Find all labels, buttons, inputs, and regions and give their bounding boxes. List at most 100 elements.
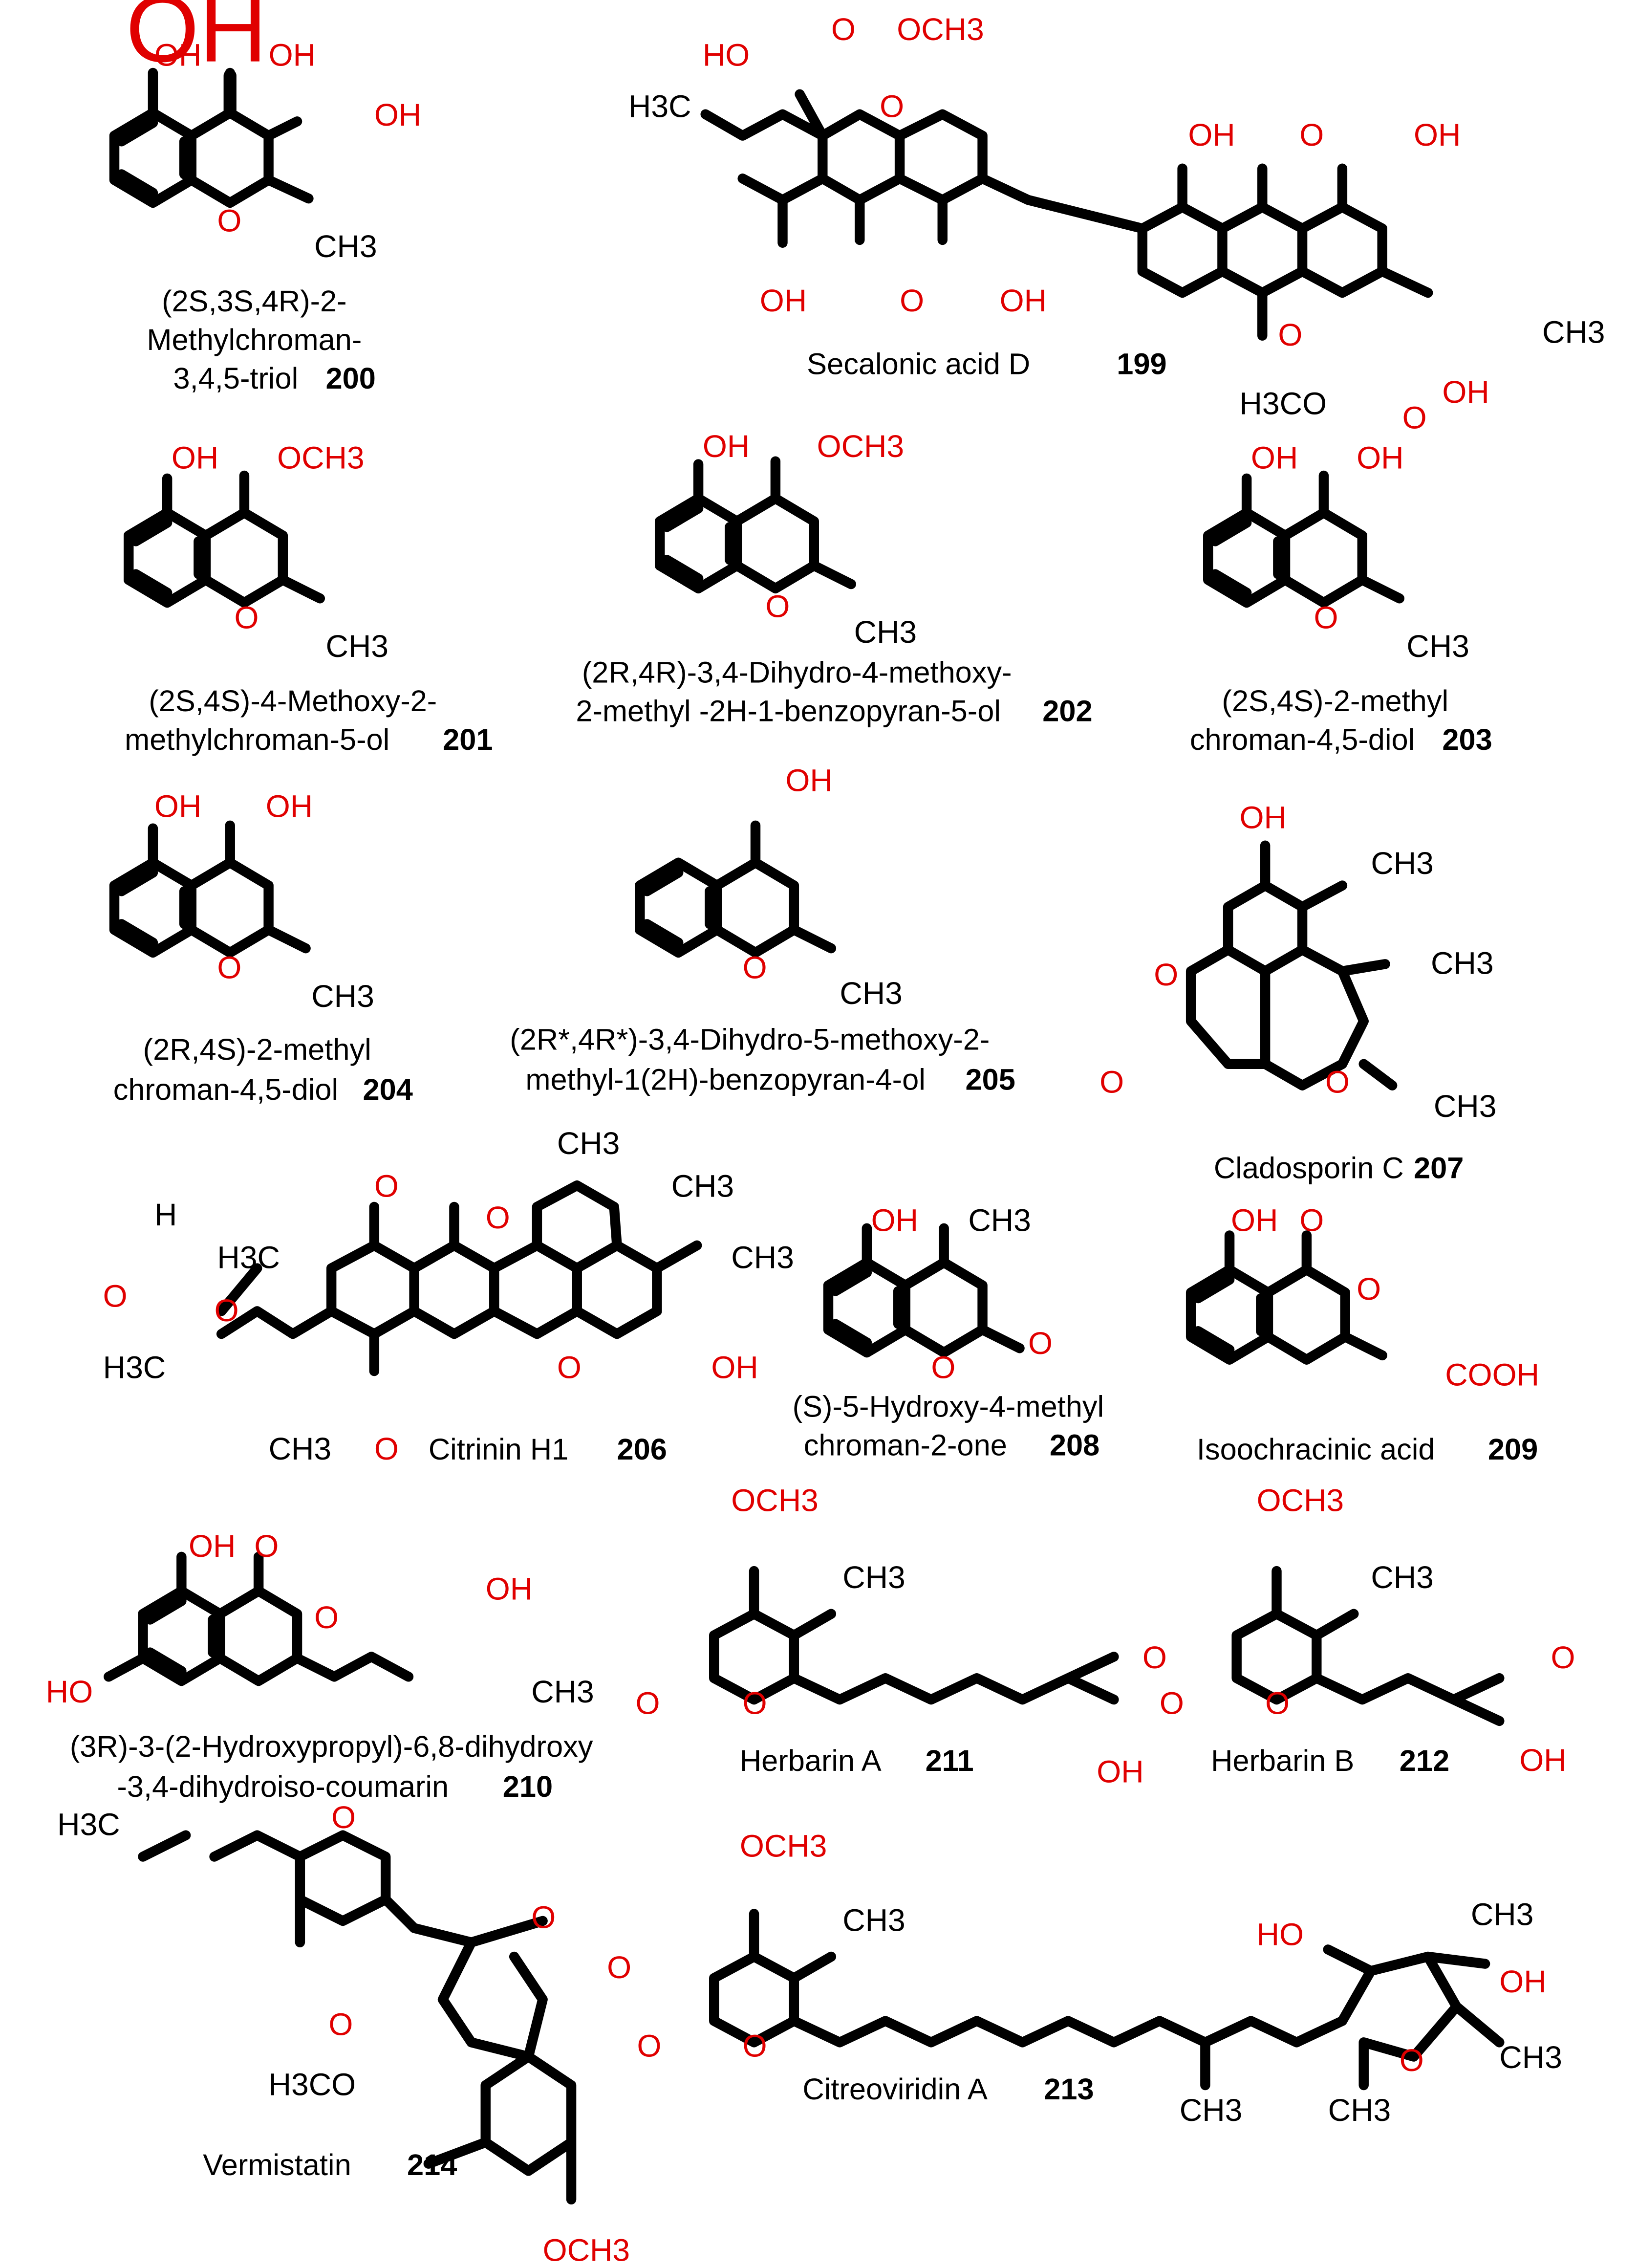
atom-o-214a: O [331, 1800, 356, 1835]
atom-ch3-204: CH3 [311, 979, 374, 1014]
structure-203 [1208, 470, 1404, 603]
atom-o-208b: O [1028, 1326, 1053, 1361]
atom-ho-213: HO [1257, 1917, 1304, 1952]
structure-207 [1185, 840, 1398, 1090]
atom-h-206: H [154, 1197, 177, 1232]
atom-ch3-211: CH3 [842, 1560, 905, 1595]
caption-213: Citreoviridin A [802, 2072, 988, 2106]
atom-ch3-213e: CH3 [1328, 2093, 1391, 2128]
atom-ch3-206d: CH3 [269, 1431, 332, 1466]
caption-200-l2: Methylchroman- [147, 323, 362, 357]
structure-202 [660, 456, 856, 589]
atom-o-199d: O [900, 283, 924, 318]
caption-205-l1: (2R*,4R*)-3,4-Dihydro-5-methoxy-2- [510, 1023, 990, 1057]
caption-203-l2: chroman-4,5-diol [1190, 723, 1415, 757]
atom-o-213b: O [743, 2028, 767, 2064]
atom-ch3-200: CH3 [314, 229, 377, 264]
atom-oh: OH [126, 0, 267, 82]
atom-h3c-206b: H3C [103, 1350, 166, 1385]
atom-och3-211: OCH3 [731, 1483, 819, 1518]
compound-id-210: 210 [503, 1770, 553, 1804]
atom-oh-201: OH [172, 440, 218, 475]
caption-200-l3: 3,4,5-triol [173, 362, 299, 395]
atom-och3-199a: OCH3 [897, 12, 984, 47]
atom-ch3-207b: CH3 [1431, 946, 1494, 981]
atom-o-199b: O [880, 89, 904, 124]
atom-oh-205: OH [785, 763, 832, 798]
atom-oh-199e: OH [1442, 374, 1489, 410]
atom-o-213c: O [1400, 2043, 1424, 2078]
caption-209: Isoochracinic acid [1197, 1433, 1435, 1466]
atom-och3-201: OCH3 [277, 440, 365, 475]
atom-o-212b: O [1265, 1685, 1290, 1721]
atom-ch3-213d: CH3 [1180, 2093, 1243, 2128]
caption-214: Vermistatin [203, 2148, 351, 2182]
atom-oh-208: OH [871, 1203, 918, 1238]
caption-203-l1: (2S,4S)-2-methyl [1222, 684, 1448, 718]
structure-205 [640, 820, 837, 953]
atom-h3c-206a: H3C [217, 1240, 280, 1275]
atom-ch3-203: CH3 [1406, 629, 1469, 664]
compound-id-208: 208 [1050, 1428, 1099, 1462]
atom-oh-203a: OH [1251, 440, 1298, 475]
structure-211 [709, 1566, 1119, 1705]
atom-o-210b: O [314, 1600, 339, 1635]
atom-o-203: O [1314, 600, 1338, 635]
atom-o-205: O [743, 950, 767, 985]
structure-213 [709, 1909, 1505, 2091]
atom-oh-200a: OH [154, 37, 201, 72]
atom-o-214b: O [328, 2007, 353, 2042]
atom-oh-202: OH [703, 429, 750, 464]
atom-o-212c: O [1551, 1640, 1575, 1675]
compound-id-212: 212 [1400, 1744, 1449, 1778]
atom-och3-202: OCH3 [817, 429, 905, 464]
atom-o-206f: O [374, 1431, 399, 1466]
atom-ch3-213c: CH3 [1499, 2040, 1562, 2075]
atom-o-202: O [765, 589, 790, 624]
atom-och3-213: OCH3 [740, 1828, 827, 1863]
atom-oh-206: OH [711, 1350, 758, 1385]
atom-ch3-213a: CH3 [842, 1902, 905, 1938]
atom-o-199f: O [1402, 400, 1427, 436]
compound-id-200: 200 [325, 362, 375, 395]
caption-210-l1: (3R)-3-(2-Hydroxypropyl)-6,8-dihydroxy [70, 1730, 593, 1764]
caption-208-l1: (S)-5-Hydroxy-4-methyl [793, 1390, 1104, 1424]
compound-id-204: 204 [363, 1073, 412, 1107]
structure-200: OH [114, 0, 314, 203]
atom-o-211a: O [636, 1685, 660, 1721]
atom-ch3-210: CH3 [531, 1674, 594, 1709]
caption-211: Herbarin A [740, 1744, 882, 1778]
atom-oh-203b: OH [1357, 440, 1403, 475]
atom-o-206b: O [103, 1279, 128, 1314]
atom-och3-212: OCH3 [1257, 1483, 1344, 1518]
atom-oh-213: OH [1499, 1964, 1546, 1999]
atom-ch3-207c: CH3 [1434, 1089, 1497, 1124]
structure-214 [138, 1830, 577, 2204]
atom-o-206e: O [557, 1350, 582, 1385]
atom-ch3-199: CH3 [1542, 314, 1605, 349]
caption-202-l1: (2R,4R)-3,4-Dihydro-4-methoxy- [582, 656, 1012, 690]
atom-o-213a: O [637, 2028, 661, 2064]
atom-o-206d: O [486, 1200, 510, 1235]
atom-oh-200b: OH [269, 37, 316, 72]
compound-id-214: 214 [407, 2148, 457, 2182]
atom-h3co-199: H3CO [1240, 386, 1327, 421]
atom-ch3-201: CH3 [325, 629, 388, 664]
atom-ch3-212: CH3 [1371, 1560, 1434, 1595]
caption-202-l2: 2-methyl -2H-1-benzopyran-5-ol [576, 695, 1001, 728]
atom-oh-210b: OH [486, 1571, 533, 1607]
atom-o-207a: O [1154, 957, 1178, 992]
atom-cooh-209: COOH [1445, 1357, 1539, 1392]
atom-o-210a: O [254, 1528, 279, 1564]
atom-o-208a: O [931, 1350, 955, 1385]
structure-206 [216, 1180, 702, 1376]
compound-id-202: 202 [1042, 695, 1092, 728]
atom-ch3-206b: CH3 [671, 1169, 734, 1204]
atom-ch3-206c: CH3 [731, 1240, 794, 1275]
atom-och3-214: OCH3 [543, 2232, 630, 2268]
atom-oh-200c: OH [374, 97, 421, 132]
atom-o-212a: O [1160, 1685, 1184, 1721]
atom-oh-199b: OH [1414, 117, 1461, 153]
caption-208-l2: chroman-2-one [804, 1428, 1007, 1462]
